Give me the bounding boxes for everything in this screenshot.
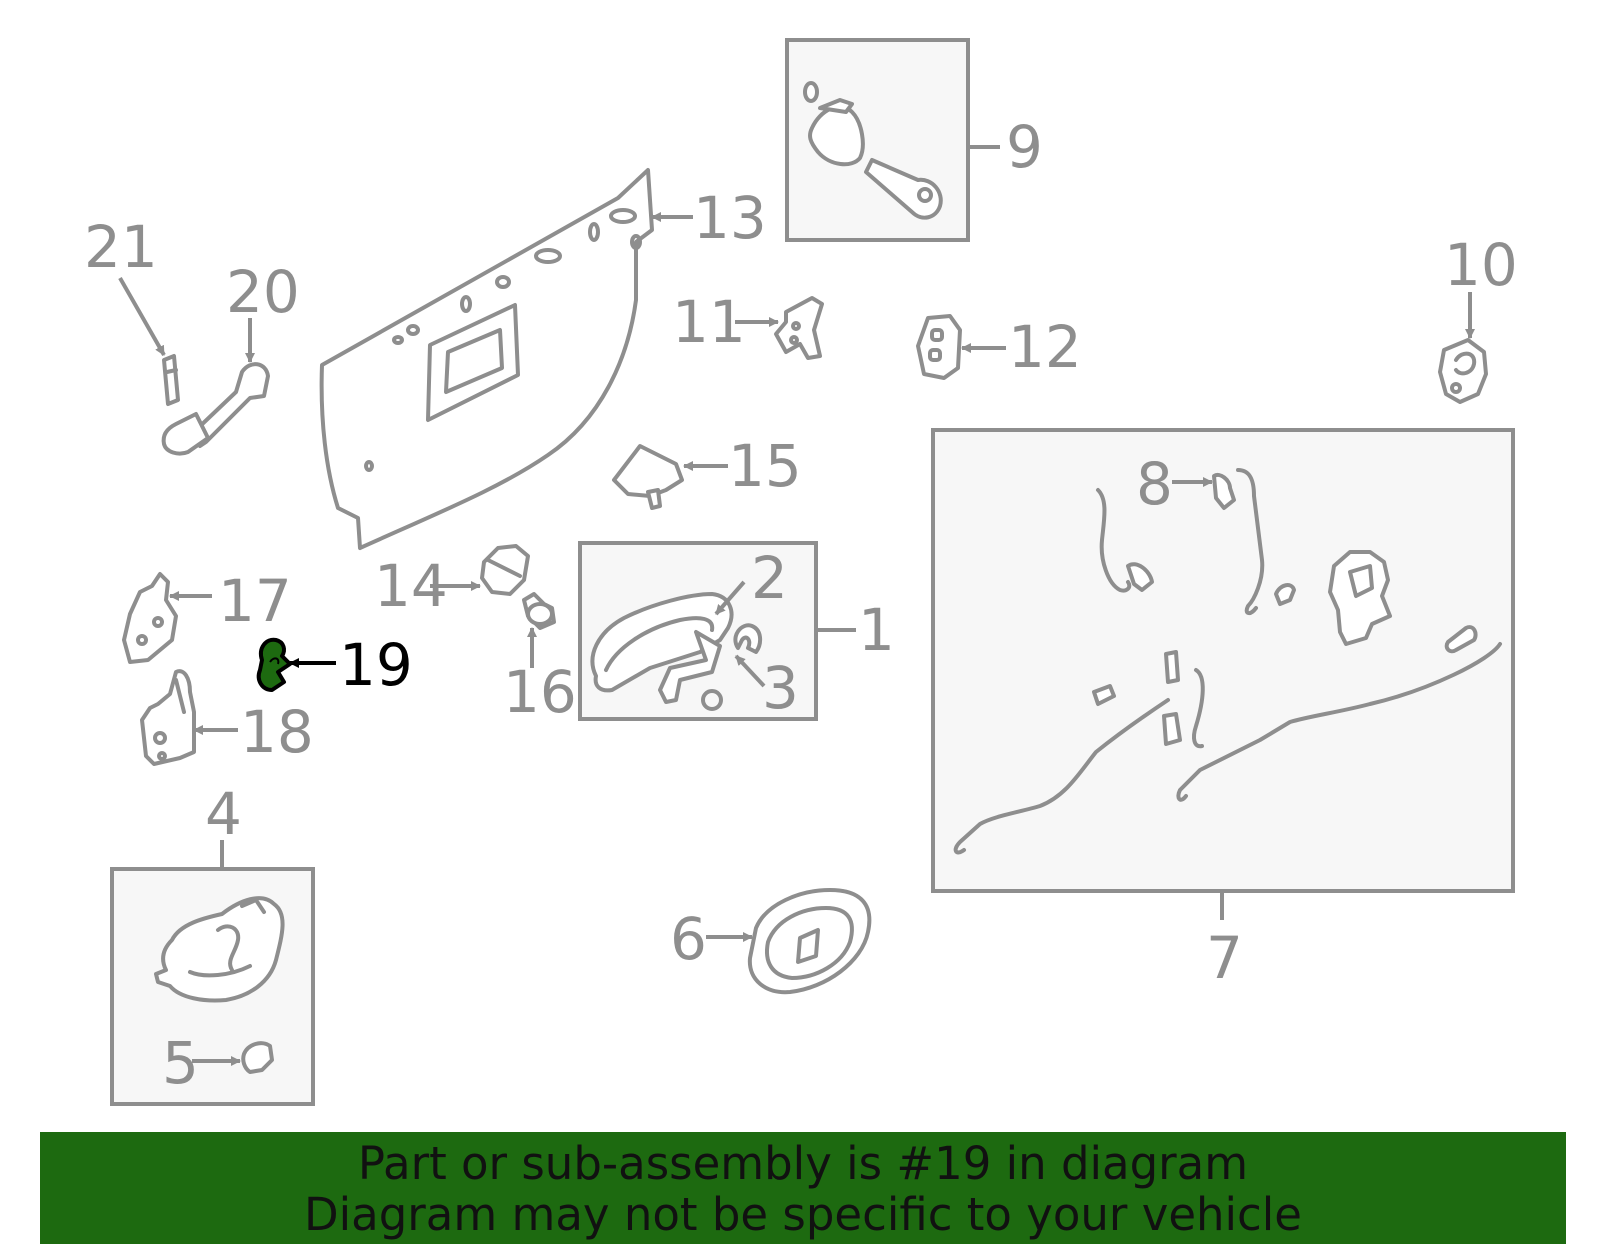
callout-18: 18 <box>240 698 314 766</box>
callout-8: 8 <box>1136 450 1173 518</box>
part-16-grommet <box>522 592 556 630</box>
part-20-door-check <box>161 362 270 456</box>
banner-line-2: Diagram may not be specific to your vehi… <box>304 1188 1302 1241</box>
part-9-lock-cylinder <box>803 81 943 220</box>
callout-14: 14 <box>374 552 448 620</box>
callout-1: 1 <box>858 596 895 664</box>
callout-21: 21 <box>84 213 158 281</box>
callout-6: 6 <box>670 905 707 973</box>
callout-7: 7 <box>1206 924 1243 992</box>
callout-17: 17 <box>218 567 292 635</box>
part-17-upper-hinge <box>122 572 178 664</box>
part-10-striker <box>1438 338 1488 404</box>
banner-line-1: Part or sub-assembly is #19 in diagram <box>357 1137 1249 1190</box>
callout-2: 2 <box>751 544 788 612</box>
leader-3 <box>734 654 766 688</box>
part-3-clip <box>733 623 763 654</box>
leader-2 <box>714 580 746 616</box>
part-6-inside-handle <box>747 888 872 995</box>
part-7-lock-assembly <box>953 468 1502 855</box>
callout-20: 20 <box>226 258 300 326</box>
part-15-clip <box>612 444 684 510</box>
part-1-outside-handle <box>590 592 734 711</box>
callout-19: 19 <box>339 631 413 699</box>
callout-10: 10 <box>1444 231 1518 299</box>
part-11-bracket <box>774 296 824 360</box>
callout-11: 11 <box>672 288 746 356</box>
callout-9: 9 <box>1006 113 1043 181</box>
callout-12: 12 <box>1008 313 1082 381</box>
part-12-stopper <box>916 314 962 380</box>
callout-4: 4 <box>205 780 242 848</box>
info-banner: Part or sub-assembly is #19 in diagram D… <box>40 1132 1566 1244</box>
part-5-connector <box>241 1041 274 1074</box>
part-13-door-panel <box>319 168 654 550</box>
callout-13: 13 <box>693 184 767 252</box>
part-18-lower-hinge <box>140 669 196 766</box>
callout-15: 15 <box>728 432 802 500</box>
callout-3: 3 <box>762 654 799 722</box>
part-19-highlighted <box>256 637 292 692</box>
part-4-lock-actuator <box>154 896 285 1003</box>
leader-21 <box>118 277 166 356</box>
callout-5: 5 <box>162 1029 199 1097</box>
part-21-pin <box>162 354 180 406</box>
callout-16: 16 <box>503 658 577 726</box>
part-14-bushing <box>480 544 530 596</box>
